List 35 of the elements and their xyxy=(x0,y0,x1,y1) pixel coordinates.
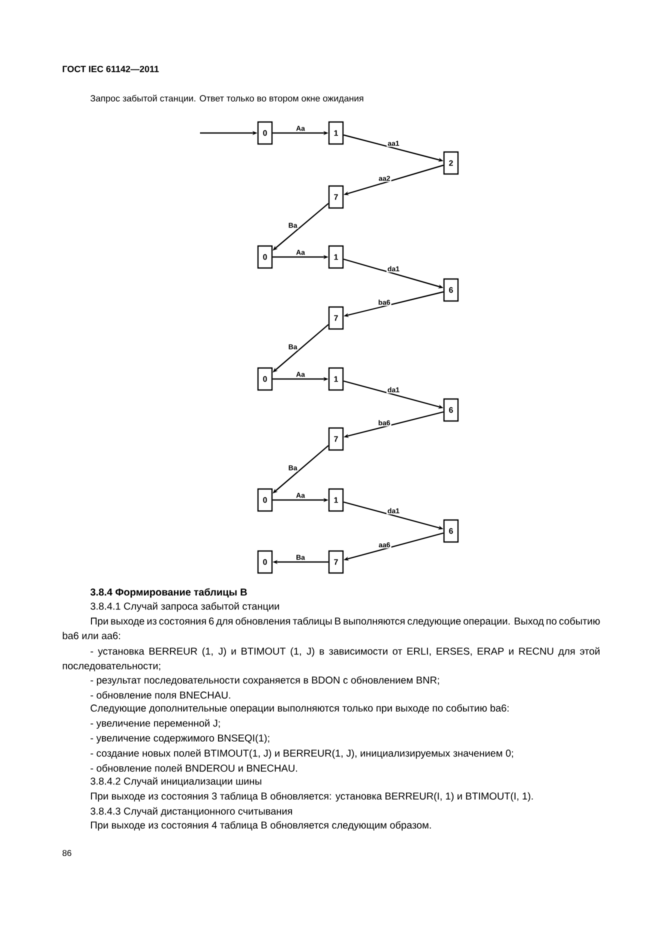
state-box: 6 xyxy=(443,519,459,543)
state-box: 7 xyxy=(328,427,344,451)
state-box: 1 xyxy=(328,121,344,145)
state-box: 6 xyxy=(443,398,459,422)
state-box: 7 xyxy=(328,185,344,209)
paragraph: При выходе из состояния 4 таблица B обновляется следующим образом. xyxy=(91,821,431,831)
paragraph: 3.8.4.3 Случай дистанционного считывания xyxy=(90,807,292,817)
paragraph: - установка BERREUR (1, J) и BTIMOUT (1, J) в зависимости от ERLI, ERSES, ERAP и RECNU для этой последовательности; xyxy=(62,647,600,672)
paragraph: - обновление поля BNECHAU. xyxy=(90,691,230,699)
paragraph: - результат последовательности сохраняется в BDON с обновлением BNR; xyxy=(90,676,439,686)
state-box: 0 xyxy=(257,550,273,574)
state-box: 7 xyxy=(328,550,344,574)
state-box: 2 xyxy=(443,151,459,175)
state-box: 1 xyxy=(328,245,344,269)
diagram-title: Запрос забытой станции. Ответ только во втором окне ожидания xyxy=(90,94,364,104)
paragraph: - увеличение переменной J; xyxy=(90,719,220,729)
paragraph: - создание новых полей BTIMOUT(1, J) и BERREUR(1, J), инициализируемых значением 0; xyxy=(90,749,513,759)
paragraph: 3.8.4.1 Случай запроса забытой станции xyxy=(90,602,279,612)
paragraph: Следующие дополнительные операции выполняются только при выходе по событию ba6: xyxy=(90,704,509,714)
state-box: 1 xyxy=(328,488,344,512)
paragraph: 3.8.4.2 Случай инициализации шины xyxy=(90,777,262,787)
state-box: 0 xyxy=(257,367,273,391)
state-box: 6 xyxy=(443,278,459,302)
state-box: 0 xyxy=(257,488,273,512)
paragraph: - обновление полей BNDEROU и BNECHAU. xyxy=(90,764,297,772)
state-box: 0 xyxy=(257,121,273,145)
state-box: 7 xyxy=(328,306,344,330)
state-box: 1 xyxy=(328,367,344,391)
paragraph: 3.8.4 Формирование таблицы B xyxy=(90,588,247,598)
paragraph: - увеличение содержимого BNSEQI(1); xyxy=(90,734,270,744)
page-header: ГОСТ IEC 61142—2011 xyxy=(62,66,159,72)
state-box: 0 xyxy=(257,245,273,269)
paragraph: При выходе из состояния 6 для обновления таблицы B выполняются следующие операции. Выход по событию ba6 или aa6: xyxy=(62,617,600,640)
paragraph: При выходе из состояния 3 таблица B обновляется: установка BERREUR(I, 1) и BTIMOUT(I, 1). xyxy=(91,792,533,802)
page-number: 86 xyxy=(62,850,72,856)
